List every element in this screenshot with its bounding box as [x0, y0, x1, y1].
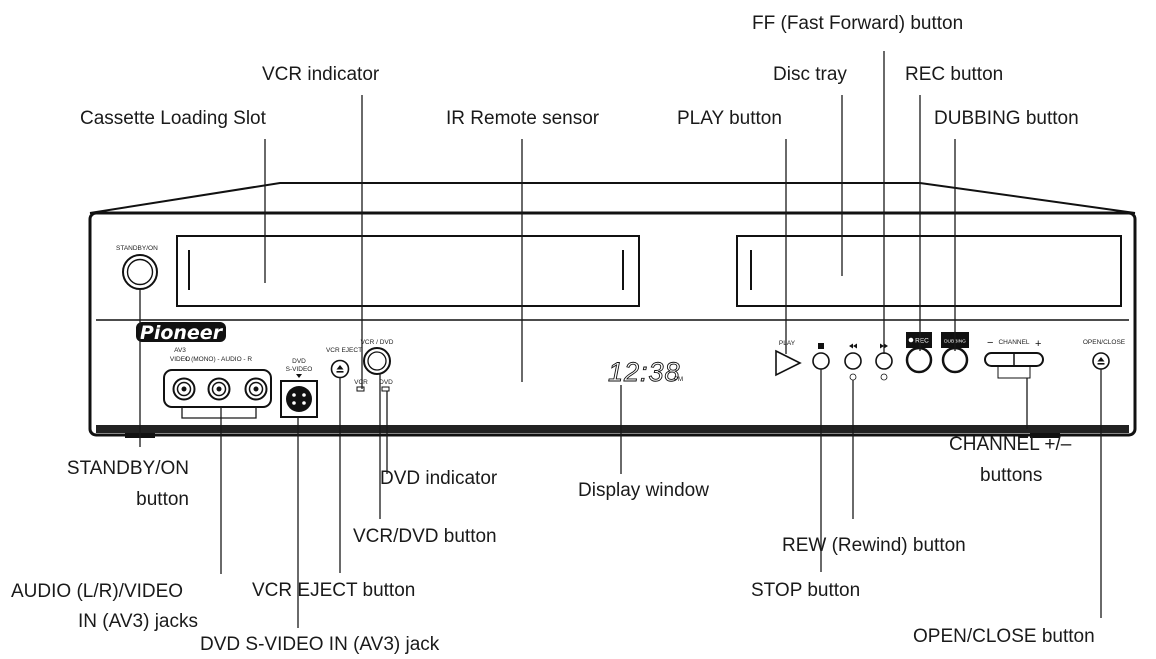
minus-icon: − — [987, 337, 993, 349]
pioneer-logo: Pioneer — [136, 322, 226, 344]
label-rec-button: REC button — [905, 64, 1003, 85]
stop-icon — [818, 343, 824, 349]
cassette-loading-slot[interactable] — [176, 235, 640, 307]
vcr-indicator-label: VCR — [354, 379, 368, 386]
play-panel-label: PLAY — [779, 340, 796, 347]
disc-tray[interactable] — [736, 235, 1122, 307]
rewind-button[interactable] — [844, 343, 862, 381]
label-dubbing-button: DUBBING button — [934, 108, 1079, 129]
label-standby-line2: button — [136, 489, 189, 510]
label-vcr-dvd-button: VCR/DVD button — [353, 526, 497, 547]
play-button[interactable]: PLAY — [775, 340, 802, 377]
label-channel-line2: buttons — [980, 465, 1042, 486]
label-standby-line1: STANDBY/ON — [67, 458, 189, 479]
label-audio-video-line1: AUDIO (L/R)/VIDEO — [11, 581, 183, 602]
video-label: VIDEO — [170, 356, 190, 363]
label-display-window: Display window — [578, 480, 709, 501]
audio-lr-label: L (MONO) - AUDIO - R — [186, 356, 253, 363]
dvd-svideo-label-line2: S-VIDEO — [286, 366, 313, 373]
label-open-close-button: OPEN/CLOSE button — [913, 626, 1095, 647]
label-audio-video-line2: IN (AV3) jacks — [78, 611, 198, 632]
eject-icon — [336, 365, 344, 370]
base-strip — [96, 425, 1129, 433]
av3-jack-group: AV3 VIDEO L (MONO) - AUDIO - R — [163, 347, 272, 408]
callout-labels: FF (Fast Forward) button VCR indicator D… — [11, 13, 1095, 655]
standby-on-panel-label: STANDBY/ON — [116, 245, 158, 252]
plus-icon: + — [1035, 338, 1041, 350]
fast-forward-icon — [880, 343, 884, 349]
label-dvd-svideo-jack: DVD S-VIDEO IN (AV3) jack — [200, 634, 440, 655]
label-cassette-slot: Cassette Loading Slot — [80, 108, 267, 129]
dvd-indicator: DVD — [379, 379, 393, 392]
standby-on-button[interactable]: STANDBY/ON — [116, 245, 158, 290]
audio-left-jack[interactable] — [207, 377, 231, 401]
label-play-button: PLAY button — [677, 108, 782, 129]
rewind-icon — [849, 343, 853, 349]
channel-panel-label: CHANNEL — [998, 339, 1029, 346]
open-close-panel-label: OPEN/CLOSE — [1083, 339, 1126, 346]
label-vcr-indicator: VCR indicator — [262, 64, 380, 85]
label-dvd-indicator: DVD indicator — [380, 468, 498, 489]
audio-right-jack[interactable] — [244, 377, 268, 401]
dvd-svideo-jack[interactable]: DVD S-VIDEO — [280, 358, 318, 418]
rec-button[interactable]: REC — [905, 332, 933, 374]
av3-label: AV3 — [174, 347, 186, 354]
vcr-eject-button[interactable]: VCR EJECT — [326, 347, 362, 379]
rec-dot-icon — [908, 337, 914, 343]
display-window: 12:38 PM — [608, 357, 683, 388]
vcr-indicator: VCR — [354, 379, 368, 392]
label-rew-button: REW (Rewind) button — [782, 535, 966, 556]
brand-name: Pioneer — [140, 322, 224, 344]
vcr-dvd-panel-label: VCR / DVD — [361, 339, 394, 346]
dvd-svideo-label-line1: DVD — [292, 358, 306, 365]
display-pm: PM — [674, 377, 683, 383]
video-jack[interactable] — [172, 377, 196, 401]
label-channel-line1: CHANNEL +/– — [949, 434, 1072, 455]
right-foot — [1030, 433, 1060, 438]
label-vcr-eject-button: VCR EJECT button — [252, 580, 415, 601]
eject-icon — [1097, 357, 1105, 362]
display-clock: 12:38 — [608, 357, 681, 387]
top-cover — [89, 182, 1136, 214]
label-ir-sensor: IR Remote sensor — [446, 108, 600, 129]
play-icon — [775, 349, 802, 377]
dvd-indicator-label: DVD — [379, 379, 393, 386]
label-stop-button: STOP button — [751, 580, 860, 601]
leader-lines — [139, 51, 1102, 628]
vcr-eject-panel-label: VCR EJECT — [326, 347, 362, 354]
label-ff-button: FF (Fast Forward) button — [752, 13, 963, 34]
label-disc-tray: Disc tray — [773, 64, 847, 85]
rec-panel-label: REC — [915, 338, 929, 345]
channel-buttons[interactable]: − CHANNEL + — [984, 337, 1044, 379]
vcr-dvd-button[interactable]: VCR / DVD — [361, 339, 394, 375]
